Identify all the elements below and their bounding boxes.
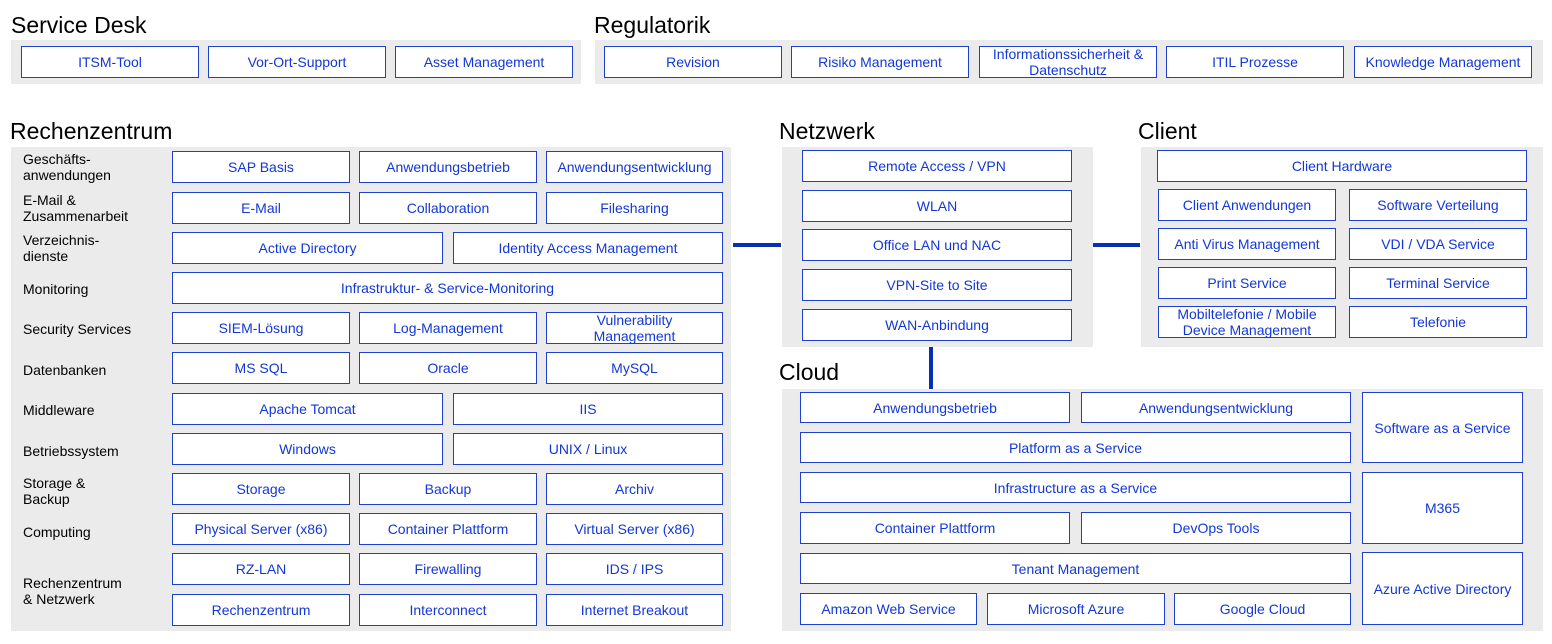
regulatorik-item: ITIL Prozesse (1166, 46, 1344, 78)
netzwerk-item: Remote Access / VPN (802, 150, 1072, 182)
rz-box-anwendungsbetrieb: Anwendungsbetrieb (359, 151, 537, 183)
cloud-box-azure-active-directory: Azure Active Directory (1362, 552, 1523, 625)
netzwerk-item: WLAN (802, 190, 1072, 222)
rechenzentrum-title: Rechenzentrum (10, 118, 173, 144)
regulatorik-item: Risiko Management (791, 46, 969, 78)
cloud-box-paas: Platform as a Service (800, 432, 1351, 463)
row-label-middleware: Middleware (23, 402, 95, 418)
client-box-print-service: Print Service (1158, 267, 1336, 299)
client-box-software-verteilung: Software Verteilung (1349, 189, 1527, 221)
cloud-box-iaas: Infrastructure as a Service (800, 472, 1351, 503)
row-label-rechenzentrum-netzwerk: Rechenzentrum & Netzwerk (23, 575, 122, 607)
rz-box-sap-basis: SAP Basis (172, 151, 350, 183)
rz-box-monitoring: Infrastruktur- & Service-Monitoring (172, 272, 723, 304)
row-label-verzeichnisdienste: Verzeichnis- dienste (23, 232, 100, 264)
rz-box-collaboration: Collaboration (359, 192, 537, 224)
rz-box-ids-ips: IDS / IPS (546, 553, 723, 585)
rz-box-virtual-server: Virtual Server (x86) (546, 513, 723, 545)
row-label-email-zusammenarbeit: E-Mail & Zusammenarbeit (23, 192, 129, 224)
connector-netzwerk-cloud (929, 347, 933, 389)
cloud-box-anwendungsentwicklung: Anwendungsentwicklung (1081, 392, 1351, 423)
rz-box-storage: Storage (172, 473, 350, 505)
rz-box-identity-access-management: Identity Access Management (453, 232, 723, 264)
row-label-betriebssystem: Betriebssystem (23, 443, 119, 459)
client-box-anwendungen: Client Anwendungen (1158, 189, 1336, 221)
rz-box-backup: Backup (359, 473, 537, 505)
rz-box-vulnerability-management: Vulnerability Management (546, 312, 723, 344)
row-label-security-services: Security Services (23, 321, 132, 337)
rz-box-rz-lan: RZ-LAN (172, 553, 350, 585)
netzwerk-item: Office LAN und NAC (802, 229, 1072, 261)
service-desk-title: Service Desk (11, 12, 147, 38)
rz-box-iis: IIS (453, 393, 723, 425)
service-desk-item: Vor-Ort-Support (208, 46, 386, 78)
row-label-geschaeftsanwendungen: Geschäfts- anwendungen (23, 151, 111, 183)
rz-box-archiv: Archiv (546, 473, 723, 505)
rz-box-siem: SIEM-Lösung (172, 312, 350, 344)
rz-box-mysql: MySQL (546, 352, 723, 384)
rz-box-rechenzentrum: Rechenzentrum (172, 594, 350, 626)
rz-box-windows: Windows (172, 433, 443, 465)
rz-box-mssql: MS SQL (172, 352, 350, 384)
cloud-box-google-cloud: Google Cloud (1174, 593, 1351, 625)
cloud-box-tenant-management: Tenant Management (800, 553, 1351, 584)
client-box-vdi-vda: VDI / VDA Service (1349, 228, 1527, 260)
client-box-hardware: Client Hardware (1157, 150, 1527, 182)
connector-rechenzentrum-netzwerk (733, 243, 781, 247)
client-title: Client (1138, 118, 1197, 144)
client-box-anti-virus: Anti Virus Management (1158, 228, 1336, 260)
rz-box-log-management: Log-Management (359, 312, 537, 344)
regulatorik-item: Revision (604, 46, 782, 78)
rechenzentrum-panel (11, 147, 731, 631)
cloud-box-saas: Software as a Service (1362, 392, 1523, 463)
rz-box-container-plattform: Container Plattform (359, 513, 537, 545)
netzwerk-item: VPN-Site to Site (802, 269, 1072, 301)
cloud-title: Cloud (779, 359, 840, 385)
cloud-box-container-plattform: Container Plattform (800, 512, 1070, 544)
rz-box-email: E-Mail (172, 192, 350, 224)
rz-box-unix-linux: UNIX / Linux (453, 433, 723, 465)
cloud-box-amazon-web-service: Amazon Web Service (800, 593, 977, 625)
netzwerk-title: Netzwerk (779, 118, 875, 144)
netzwerk-item: WAN-Anbindung (802, 309, 1072, 341)
row-label-datenbanken: Datenbanken (23, 362, 107, 378)
rz-box-interconnect: Interconnect (359, 594, 537, 626)
rz-box-physical-server: Physical Server (x86) (172, 513, 350, 545)
cloud-box-m365: M365 (1362, 472, 1523, 544)
row-label-computing: Computing (23, 524, 91, 540)
regulatorik-title: Regulatorik (594, 12, 711, 38)
client-box-mobiltelefonie: Mobiltelefonie / Mobile Device Managemen… (1158, 306, 1336, 338)
connector-netzwerk-client (1092, 243, 1140, 247)
service-desk-item: Asset Management (395, 46, 573, 78)
row-label-monitoring: Monitoring (23, 281, 89, 297)
cloud-box-anwendungsbetrieb: Anwendungsbetrieb (800, 392, 1070, 423)
rz-box-filesharing: Filesharing (546, 192, 723, 224)
rz-box-firewalling: Firewalling (359, 553, 537, 585)
service-desk-item: ITSM-Tool (21, 46, 199, 78)
rz-box-oracle: Oracle (359, 352, 537, 384)
regulatorik-item: Knowledge Management (1354, 46, 1532, 78)
row-label-storage-backup: Storage & Backup (23, 475, 86, 507)
cloud-box-microsoft-azure: Microsoft Azure (987, 593, 1165, 625)
rz-box-internet-breakout: Internet Breakout (546, 594, 723, 626)
rz-box-anwendungsentwicklung: Anwendungsentwicklung (546, 151, 723, 183)
rz-box-active-directory: Active Directory (172, 232, 443, 264)
cloud-box-devops-tools: DevOps Tools (1081, 512, 1351, 544)
regulatorik-item: Informationssicherheit & Datenschutz (979, 46, 1157, 78)
client-box-terminal-service: Terminal Service (1349, 267, 1527, 299)
rz-box-apache-tomcat: Apache Tomcat (172, 393, 443, 425)
client-box-telefonie: Telefonie (1349, 306, 1527, 338)
